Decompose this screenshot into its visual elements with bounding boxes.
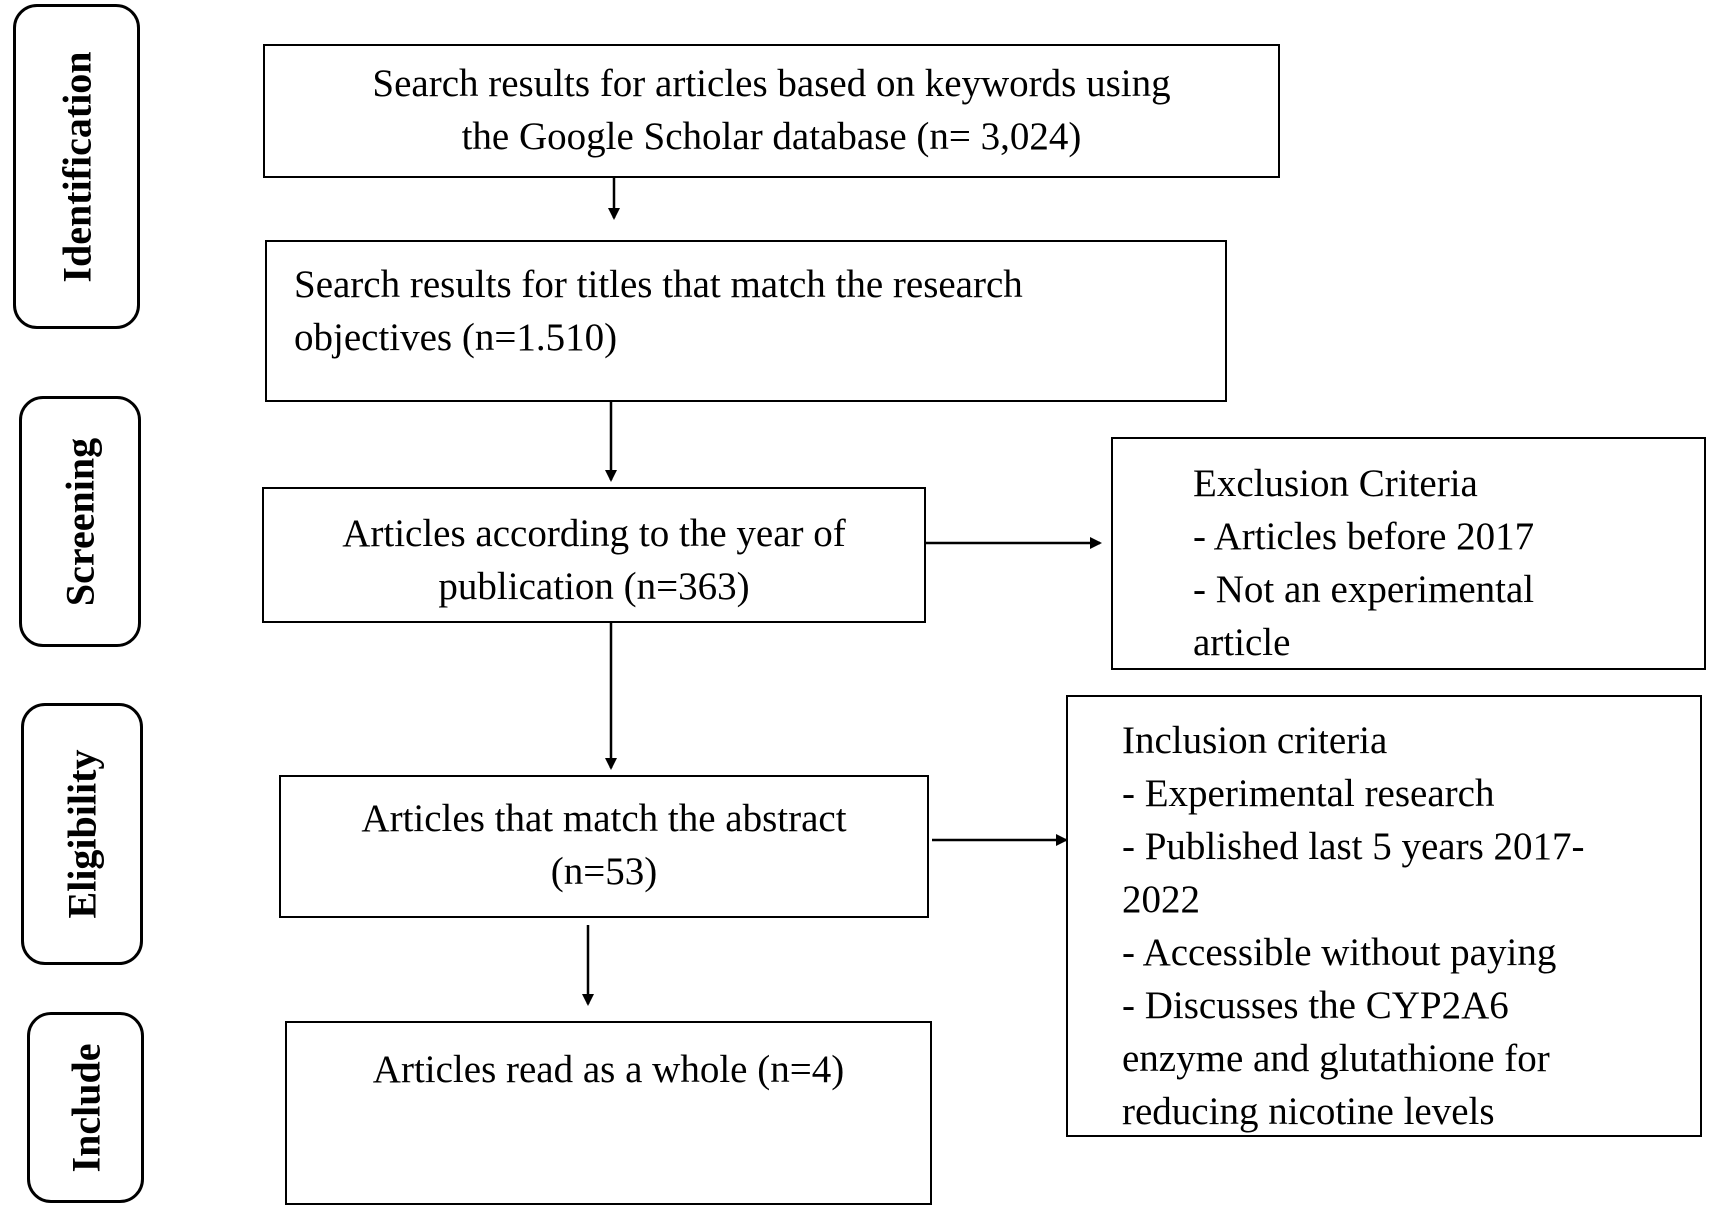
inclusion-criteria-line: enzyme and glutathione for (1122, 1037, 1550, 1080)
box-titles-match-line1: Search results for titles that match the… (294, 263, 1023, 306)
box-read-whole: Articles read as a whole (n=4) (285, 1021, 932, 1205)
inclusion-criteria-line: 2022 (1122, 878, 1200, 921)
box-search-keywords-line2: the Google Scholar database (n= 3,024) (461, 115, 1082, 158)
exclusion-criteria-line: article (1193, 621, 1291, 664)
box-year-publication-line1: Articles according to the year of (342, 512, 846, 555)
box-abstract-match-line1: Articles that match the abstract (361, 797, 847, 840)
inclusion-criteria-line: - Accessible without paying (1122, 931, 1557, 974)
exclusion-criteria-box: Exclusion Criteria - Articles before 201… (1111, 437, 1706, 670)
box-read-whole-line1: Articles read as a whole (n=4) (372, 1048, 845, 1091)
inclusion-criteria-line: - Discusses the CYP2A6 (1122, 984, 1509, 1027)
inclusion-criteria-line: - Published last 5 years 2017- (1122, 825, 1585, 868)
box-titles-match: Search results for titles that match the… (265, 240, 1227, 402)
inclusion-criteria-line: - Experimental research (1122, 772, 1495, 815)
phase-identification: Identification (13, 4, 140, 329)
phase-eligibility: Eligibility (21, 703, 143, 965)
inclusion-criteria-line: reducing nicotine levels (1122, 1090, 1495, 1133)
exclusion-criteria-line: - Articles before 2017 (1193, 515, 1535, 558)
exclusion-criteria-title: Exclusion Criteria (1193, 462, 1478, 505)
box-year-publication-line2: publication (n=363) (438, 565, 750, 608)
box-abstract-match-line2: (n=53) (550, 850, 658, 893)
phase-screening: Screening (19, 396, 141, 647)
exclusion-criteria-line: - Not an experimental (1193, 568, 1535, 611)
box-search-keywords: Search results for articles based on key… (263, 44, 1280, 178)
box-abstract-match: Articles that match the abstract (n=53) (279, 775, 929, 918)
phase-include: Include (27, 1012, 144, 1203)
box-year-publication: Articles according to the year of public… (262, 487, 926, 623)
inclusion-criteria-box: Inclusion criteria - Experimental resear… (1066, 695, 1702, 1137)
inclusion-criteria-title: Inclusion criteria (1122, 719, 1388, 762)
box-search-keywords-line1: Search results for articles based on key… (372, 62, 1171, 105)
box-titles-match-line2: objectives (n=1.510) (294, 316, 618, 359)
